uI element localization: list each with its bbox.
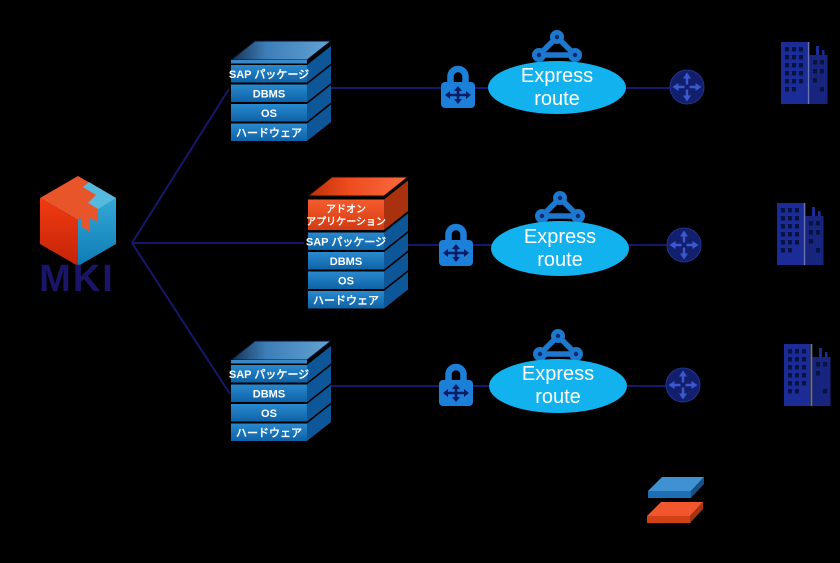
server-stack-2: アドオン アプリケーション SAP パッケージ DBMS OS ハードウェア xyxy=(306,176,409,309)
layer-side xyxy=(307,65,331,102)
lock-arrow-down xyxy=(452,257,460,262)
office-building-icon xyxy=(777,203,824,265)
expressroute-triangle-icon xyxy=(532,30,582,62)
logo-wordmark: MKI xyxy=(39,258,115,300)
express-route-label-line1: Express xyxy=(523,225,597,248)
layer-front xyxy=(231,423,307,441)
stack-layers: SAP パッケージ DBMS OS ハードウェア xyxy=(229,346,331,441)
lock-icon xyxy=(439,363,473,406)
layer-front xyxy=(308,252,384,270)
lock-arrow-vertical xyxy=(452,384,460,397)
stack-layers: SAP パッケージ DBMS OS ハードウェア xyxy=(229,46,331,141)
lock-arrow-vertical xyxy=(452,244,460,257)
layer-side xyxy=(384,252,408,289)
legend-orange-slab xyxy=(647,502,703,523)
layer-label: DBMS xyxy=(330,256,362,268)
addon-label-line1: アドオン xyxy=(326,204,366,216)
addon-side xyxy=(384,180,408,230)
server-stack-1: SAP パッケージ DBMS OS ハードウェア xyxy=(229,40,332,141)
lock-icon xyxy=(439,223,473,266)
lock-icon xyxy=(441,65,475,108)
layer-front xyxy=(231,84,307,102)
layer-side xyxy=(307,385,331,422)
addon-front xyxy=(308,199,384,230)
layer-label: SAP パッケージ xyxy=(306,236,386,249)
addon-lid xyxy=(306,176,409,197)
layer-side xyxy=(307,46,331,83)
layer-front xyxy=(308,271,384,289)
layer-label: SAP パッケージ xyxy=(229,368,309,381)
layer-side xyxy=(307,365,331,402)
layer-label: ハードウェア xyxy=(313,294,379,307)
express-route-label-line1: Express xyxy=(521,363,595,385)
layer-front xyxy=(231,65,307,83)
lock-shackle xyxy=(447,65,469,84)
office-building-icon xyxy=(781,42,828,104)
lock-shackle xyxy=(445,223,467,242)
layer-side xyxy=(307,346,331,383)
layer-front xyxy=(231,104,307,122)
gateway-circle-arrows-icon xyxy=(669,69,705,105)
layer-side xyxy=(307,104,331,141)
layer-front xyxy=(308,291,384,309)
express-route-ellipse: Express route xyxy=(489,359,627,413)
stack-bevel xyxy=(231,60,307,64)
connector-logo-stack1 xyxy=(131,88,230,244)
lock-arrow-vertical xyxy=(454,86,462,99)
lock-arrow-down xyxy=(452,397,460,402)
layer-label: DBMS xyxy=(253,89,285,101)
layer-front xyxy=(308,232,384,250)
layer-front xyxy=(231,404,307,422)
addon-label-line2: アプリケーション xyxy=(306,215,386,228)
gateway-circle-arrows-icon xyxy=(665,367,701,403)
layer-side xyxy=(384,213,408,250)
layer-side xyxy=(384,233,408,270)
lock-arrow-down xyxy=(454,99,462,104)
office-building-icon xyxy=(784,344,831,406)
expressroute-triangle-icon xyxy=(533,329,583,361)
lock-arrow-horizontal xyxy=(443,249,469,257)
layer-front xyxy=(231,123,307,141)
stack-lid xyxy=(229,40,332,61)
cube-left-face xyxy=(40,198,78,266)
layer-label: OS xyxy=(261,408,277,420)
express-route-label-line2: route xyxy=(537,248,583,271)
cube-orange-step xyxy=(81,203,98,232)
layer-label: DBMS xyxy=(253,389,285,401)
express-route-label-line1: Express xyxy=(520,64,594,87)
stack-bevel xyxy=(231,360,307,364)
layer-side xyxy=(307,85,331,122)
express-route-label-line2: route xyxy=(534,87,580,110)
layer-label: ハードウェア xyxy=(236,427,302,440)
stack-layers: SAP パッケージ DBMS OS ハードウェア xyxy=(306,213,408,309)
legend-blue-slab xyxy=(648,477,704,498)
lock-shackle xyxy=(445,363,467,382)
cube-cyan-step xyxy=(83,182,116,209)
server-stack-3: SAP パッケージ DBMS OS ハードウェア xyxy=(229,340,332,441)
stack-lid xyxy=(229,340,332,361)
lock-arrow-horizontal xyxy=(445,91,471,99)
expressroute-triangle-icon xyxy=(535,191,585,223)
layer-front xyxy=(231,365,307,383)
layer-side xyxy=(307,404,331,441)
mki-cube-logo xyxy=(40,176,116,266)
layer-label: SAP パッケージ xyxy=(229,68,309,81)
layer-side xyxy=(384,272,408,309)
connector-logo-stack3 xyxy=(131,242,231,395)
lock-arrow-horizontal xyxy=(443,389,469,397)
express-route-label-line2: route xyxy=(535,386,581,408)
layer-label: OS xyxy=(261,108,277,120)
gateway-circle-arrows-icon xyxy=(666,227,702,263)
express-route-ellipse: Express route xyxy=(488,61,626,114)
express-route-ellipse: Express route xyxy=(491,221,629,276)
layer-label: ハードウェア xyxy=(236,127,302,140)
layer-label: OS xyxy=(338,276,354,288)
layer-front xyxy=(231,384,307,402)
